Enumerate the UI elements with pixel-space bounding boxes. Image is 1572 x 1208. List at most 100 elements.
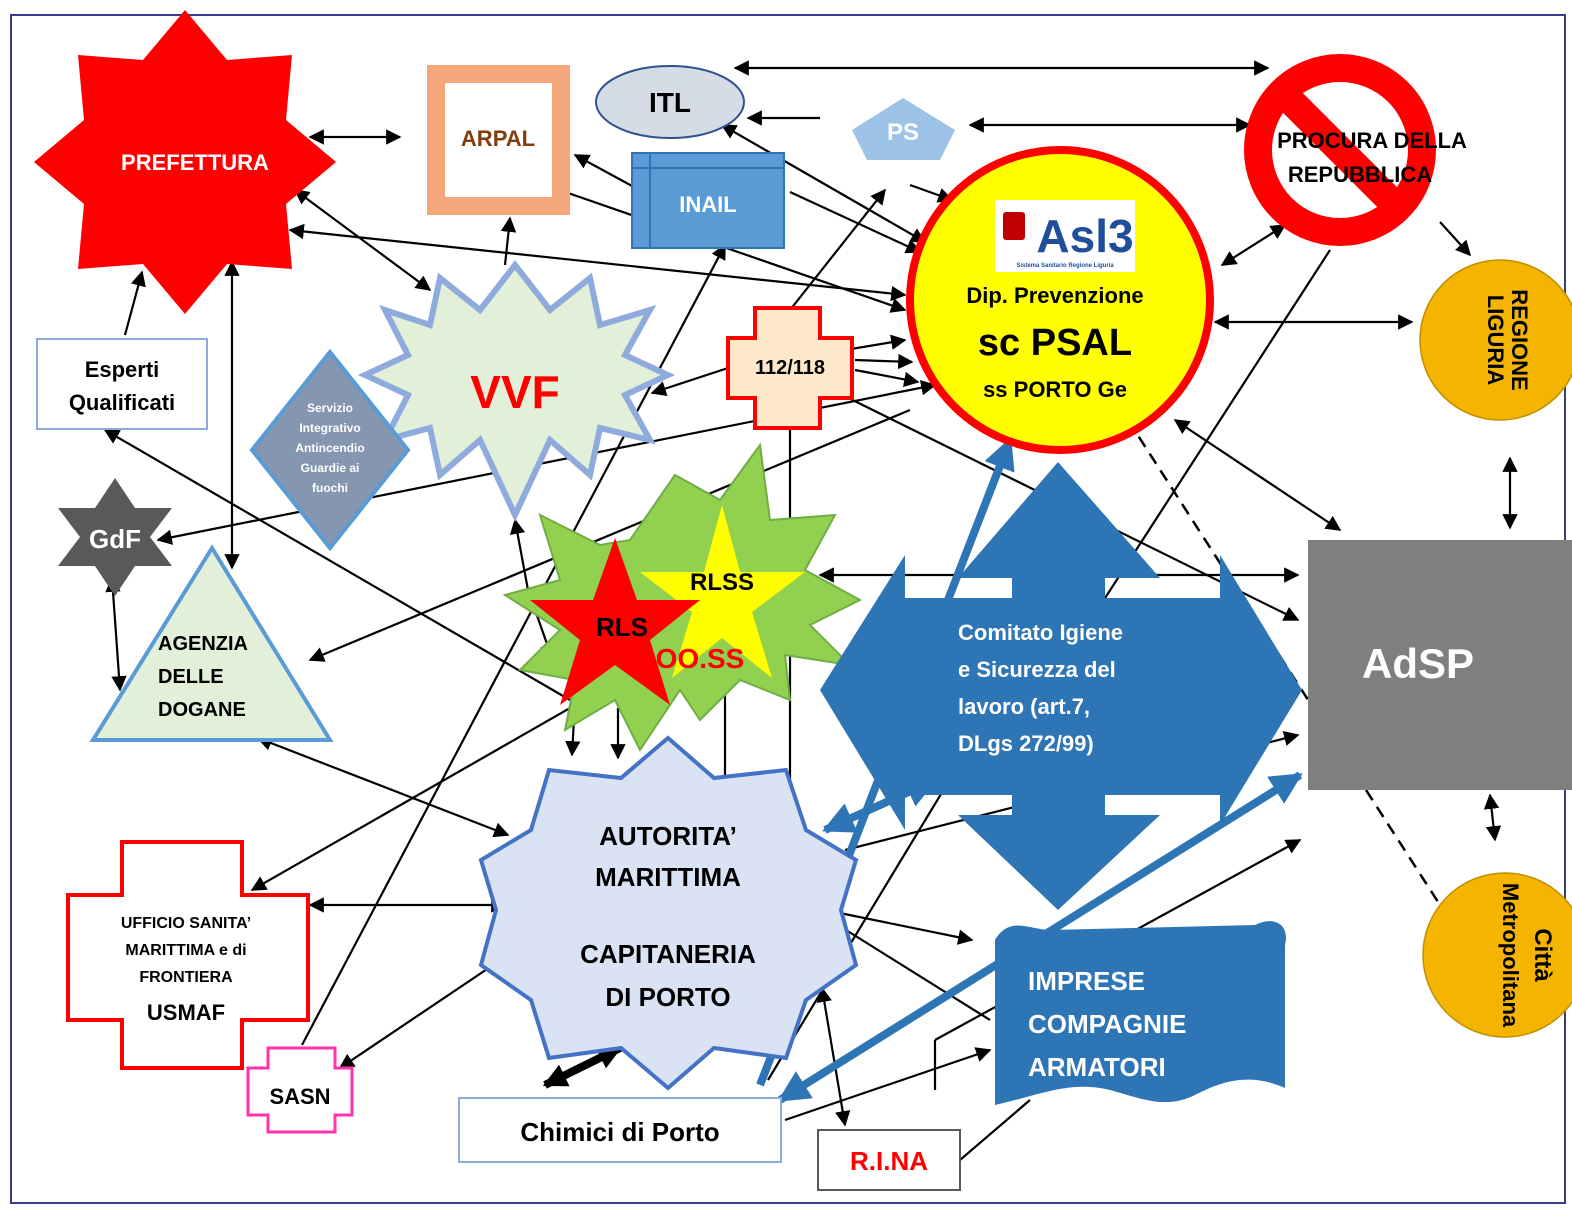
ps-node: PS: [852, 98, 955, 160]
arpal-label: ARPAL: [461, 126, 535, 151]
chimici-thick-connector: [542, 1044, 623, 1089]
citta-line1: Città: [1529, 928, 1556, 982]
rina-node: R.I.NA: [817, 1129, 961, 1191]
connector: [509, 518, 530, 591]
connector: [288, 223, 907, 302]
connector: [720, 124, 927, 243]
connector: [105, 576, 127, 692]
asl-logo-sub: Sistema Sanitario Regione Liguria: [1016, 263, 1114, 269]
itl-label: ITL: [649, 87, 691, 118]
usmaf-line2: MARITTIMA e di: [125, 942, 246, 959]
agenzia-node: AGENZIA DELLE DOGANE: [89, 544, 334, 742]
itl-shape: [595, 65, 745, 139]
connector: [1173, 419, 1342, 531]
autorita-line2: MARITTIMA: [595, 862, 741, 892]
usmaf-node: UFFICIO SANITA’ MARITTIMA e di FRONTIERA…: [66, 840, 310, 1070]
comitato-line4: DLgs 272/99): [958, 731, 1094, 756]
imprese-line2: COMPAGNIE: [1028, 1009, 1186, 1039]
rlss-star-shape: [640, 505, 805, 678]
usmaf-shape: [66, 840, 310, 1070]
autorita-line4: DI PORTO: [605, 982, 730, 1012]
servizio-node: Servizio Integrativo Antincendio Guardie…: [249, 348, 411, 552]
sasn-shape: [246, 1046, 354, 1134]
rina-shape: [817, 1129, 961, 1191]
connector: [854, 368, 920, 387]
vvf-label: VVF: [470, 366, 559, 418]
emergency-label: 112/118: [755, 357, 825, 379]
ps-label: PS: [887, 119, 919, 146]
connector: [959, 1099, 1031, 1161]
comitato-body: [945, 598, 1175, 795]
servizio-line1: Servizio: [307, 401, 353, 415]
connector: [789, 191, 922, 254]
asl-node: Asl3 Sistema Sanitario Regione Liguria D…: [906, 146, 1214, 454]
connector: [293, 189, 432, 291]
autorita-shape: [478, 735, 859, 1091]
servizio-shape: [249, 348, 411, 552]
regione-line1: REGIONE: [1507, 289, 1532, 390]
comitato-line3: lavoro (art.7,: [958, 694, 1090, 719]
rls-star-shape: [530, 538, 700, 705]
connector: [844, 334, 907, 352]
connector: [829, 919, 991, 1021]
comitato-line1: Comitato Igiene: [958, 620, 1123, 645]
servizio-line5: fuochi: [312, 481, 348, 495]
connector: [1220, 224, 1287, 266]
emergency-shape: [726, 306, 854, 430]
imprese-node: IMPRESE COMPAGNIE ARMATORI: [995, 921, 1286, 1105]
rlss-label: RLSS: [690, 569, 754, 596]
rls-label: RLS: [596, 612, 648, 642]
esperti-line2: Qualificati: [69, 390, 175, 415]
chimici-shape: [458, 1097, 782, 1163]
arpal-inner: [445, 83, 552, 197]
usmaf-line3: FRONTIERA: [139, 969, 233, 986]
asl-line1: Dip. Prevenzione: [966, 283, 1143, 308]
imprese-line3: ARMATORI: [1028, 1052, 1166, 1082]
servizio-line4: Guardie ai: [301, 461, 360, 475]
connector: [1439, 221, 1472, 257]
agenzia-line2: DELLE: [158, 666, 224, 688]
autorita-line3: CAPITANERIA: [580, 939, 756, 969]
prefettura-label: PREFETTURA: [121, 150, 269, 175]
prefettura-node: PREFETTURA: [34, 10, 336, 314]
asl-line2: sc PSAL: [978, 322, 1132, 364]
rina-label: R.I.NA: [850, 1146, 928, 1176]
prefettura-shape: [34, 10, 336, 314]
ooss-label: OO.SS: [656, 643, 745, 674]
ps-shape: [852, 98, 955, 160]
autorita-node: AUTORITA’ MARITTIMA CAPITANERIA DI PORTO: [478, 735, 859, 1091]
agenzia-shape: [89, 544, 334, 742]
vvf-shape: [357, 260, 676, 523]
sasn-node: SASN: [246, 1046, 354, 1134]
connector: [500, 216, 517, 266]
gdf-shape: [58, 478, 172, 596]
regione-node: REGIONE LIGURIA: [1419, 259, 1572, 421]
usmaf-line4: USMAF: [147, 1000, 225, 1025]
no-sign-circle: [1244, 54, 1436, 246]
agenzia-line3: DOGANE: [158, 699, 246, 721]
connector: [308, 408, 911, 662]
connector: [123, 270, 146, 336]
regione-line2: LIGURIA: [1483, 295, 1508, 386]
procura-label-line1: PROCURA DELLA: [1277, 128, 1467, 153]
itl-node: ITL: [595, 65, 745, 139]
connector: [1064, 249, 1331, 661]
agenzia-line1: AGENZIA: [158, 633, 248, 655]
adsp-label: AdSP: [1362, 640, 1474, 687]
citta-node: Città Metropolitana: [1422, 872, 1572, 1038]
connector: [1483, 793, 1502, 842]
comitato-node: Comitato Igiene e Sicurezza del lavoro (…: [820, 462, 1302, 910]
vvf-node: VVF: [357, 260, 676, 523]
sindacati-node: RLS RLSS OO.SS: [502, 442, 863, 752]
procura-node: PROCURA DELLA REPUBBLICA: [1244, 54, 1467, 246]
servizio-line3: Antincendio: [295, 441, 364, 455]
chimici-label: Chimici di Porto: [520, 1117, 719, 1147]
citta-line2: Metropolitana: [1498, 883, 1523, 1028]
connector: [854, 353, 914, 370]
no-sign-bar: [1273, 83, 1407, 217]
adsp-shape: [1308, 540, 1572, 790]
citta-shape: [1422, 872, 1572, 1038]
procura-label-line2: REPUBBLICA: [1288, 162, 1432, 187]
